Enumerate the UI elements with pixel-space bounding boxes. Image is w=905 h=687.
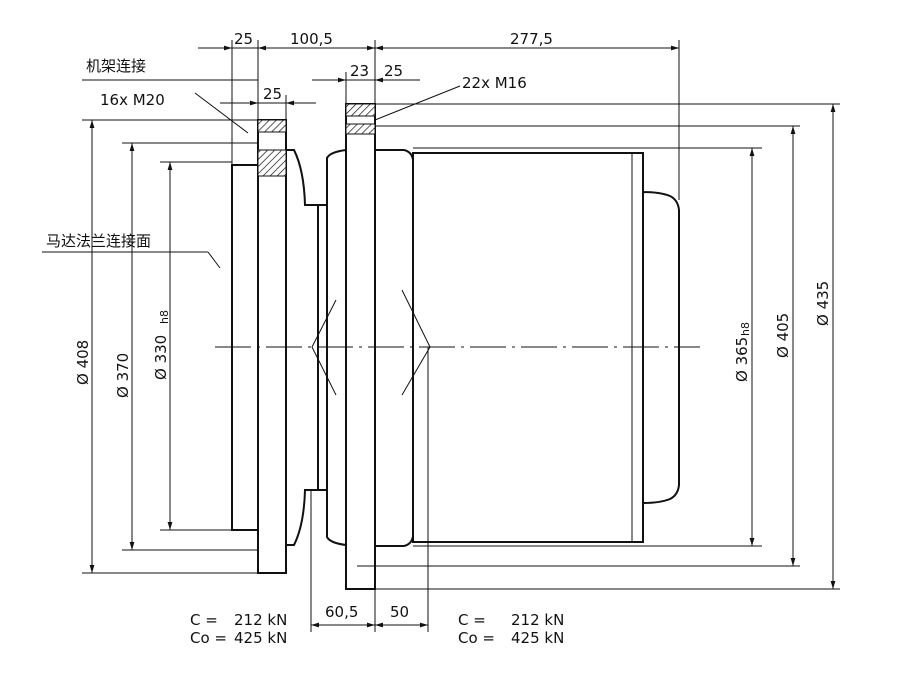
frame-connection-label: 机架连接 bbox=[86, 57, 146, 75]
load-right-co-value: 425 kN bbox=[511, 629, 564, 647]
step-ring bbox=[374, 149, 414, 547]
load-left-co-label: Co = bbox=[190, 629, 227, 647]
end-cap bbox=[642, 160, 680, 535]
dia-435-label: Ø 435 bbox=[814, 281, 832, 326]
dim-25-right: 25 bbox=[384, 62, 403, 80]
dim-25-inner: 25 bbox=[263, 85, 282, 103]
bearing-lines bbox=[311, 289, 431, 396]
dim-23: 23 bbox=[350, 62, 369, 80]
bolts-right-label: 22x M16 bbox=[462, 74, 527, 92]
dia-365-tol: h8 bbox=[739, 322, 752, 336]
extension-lines bbox=[82, 40, 840, 632]
load-left-co-value: 425 kN bbox=[234, 629, 287, 647]
load-right-c-value: 212 kN bbox=[511, 611, 564, 629]
dim-top-277-5: 277,5 bbox=[510, 30, 553, 48]
labels: 机架连接 16x M20 22x M16 马达法兰连接面 25 100,5 27… bbox=[46, 30, 832, 647]
bolt-hole-right-b bbox=[345, 123, 376, 135]
dia-330-tol: h8 bbox=[158, 310, 171, 324]
load-right-c-label: C = bbox=[458, 611, 486, 629]
load-left-c-label: C = bbox=[190, 611, 218, 629]
dia-330-label: Ø 330 bbox=[152, 335, 170, 380]
motor-flange-face-label: 马达法兰连接面 bbox=[46, 232, 151, 250]
dim-bottom-60-5: 60,5 bbox=[325, 603, 358, 621]
leader-lines bbox=[42, 79, 461, 269]
dia-370-label: Ø 370 bbox=[114, 353, 132, 398]
dim-top-100-5: 100,5 bbox=[290, 30, 333, 48]
bolt-hole-left-b bbox=[257, 149, 287, 177]
dia-365-label: Ø 365 bbox=[733, 337, 751, 382]
dia-405-label: Ø 405 bbox=[774, 313, 792, 358]
load-right-co-label: Co = bbox=[458, 629, 495, 647]
dia-408-label: Ø 408 bbox=[74, 340, 92, 385]
bolts-left-label: 16x M20 bbox=[100, 91, 165, 109]
bolt-hole-left-a bbox=[257, 119, 287, 133]
dim-bottom-50: 50 bbox=[390, 603, 409, 621]
dimension-lines bbox=[89, 45, 836, 628]
bolt-hole-right-a bbox=[345, 103, 376, 117]
load-left-c-value: 212 kN bbox=[234, 611, 287, 629]
dim-top-25: 25 bbox=[234, 30, 253, 48]
